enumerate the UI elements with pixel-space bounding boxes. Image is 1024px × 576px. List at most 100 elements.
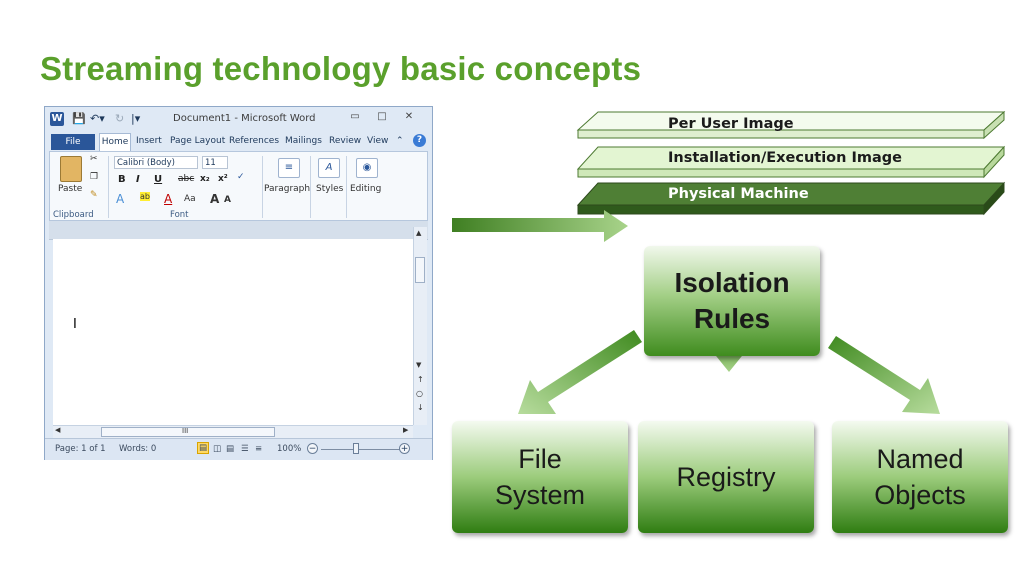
- change-case-button[interactable]: Aa: [184, 194, 196, 204]
- print-layout-icon[interactable]: ▤: [197, 442, 210, 454]
- scroll-up-icon[interactable]: ▲: [416, 229, 422, 237]
- subscript-button[interactable]: x₂: [200, 174, 210, 184]
- clear-formatting-icon[interactable]: ✓: [237, 172, 245, 182]
- bold-button[interactable]: B: [118, 174, 126, 185]
- ribbon-tabs: File Home Insert Page Layout References …: [45, 132, 432, 151]
- vertical-scrollbar[interactable]: ▲ ▼ ↑ ○ ↓: [413, 227, 427, 425]
- right-arrow: [452, 210, 628, 242]
- tab-home[interactable]: Home: [99, 133, 131, 151]
- layer-label-installation-execution-image: Installation/Execution Image: [668, 150, 903, 166]
- registry-label: Registry: [676, 462, 776, 492]
- layer-label-physical-machine: Physical Machine: [668, 186, 809, 202]
- font-color-icon[interactable]: A: [164, 192, 173, 206]
- tab-review[interactable]: Review: [329, 136, 362, 146]
- arrow-to-named-objects: [828, 336, 940, 414]
- save-icon[interactable]: 💾: [72, 112, 86, 125]
- window-title: Document1 - Microsoft Word: [173, 113, 316, 124]
- paste-icon[interactable]: [60, 156, 82, 182]
- tab-insert[interactable]: Insert: [136, 136, 162, 146]
- previous-page-icon[interactable]: ↑: [417, 375, 424, 384]
- minimize-button[interactable]: ▭: [350, 111, 360, 122]
- paste-button-label[interactable]: Paste: [58, 184, 83, 194]
- layer-physical-machine: [576, 181, 1006, 216]
- group-divider: [310, 156, 311, 218]
- slide-title: Streaming technology basic concepts: [40, 50, 642, 87]
- word-title-bar: W 💾 ↶▾ ↻ |▾ Document1 - Microsoft Word ▭…: [45, 107, 432, 131]
- styles-icon[interactable]: A: [318, 158, 340, 178]
- scroll-right-icon[interactable]: ▶: [403, 426, 409, 434]
- scroll-left-icon[interactable]: ◀: [55, 426, 61, 434]
- tab-references[interactable]: References: [229, 136, 280, 146]
- minimize-ribbon-icon[interactable]: ⌃: [396, 136, 404, 146]
- word-window: W 💾 ↶▾ ↻ |▾ Document1 - Microsoft Word ▭…: [44, 106, 433, 460]
- tab-view[interactable]: View: [367, 136, 389, 146]
- italic-button[interactable]: I: [136, 174, 140, 185]
- isolation-rules-label: Isolation Rules: [674, 267, 790, 334]
- named-objects-label: Named Objects: [874, 444, 966, 510]
- format-painter-icon[interactable]: ✎: [90, 190, 98, 200]
- draft-icon[interactable]: ≡: [255, 444, 263, 454]
- font-group-label: Font: [170, 210, 189, 220]
- superscript-button[interactable]: x²: [218, 174, 228, 184]
- copy-icon[interactable]: ❐: [90, 172, 99, 182]
- outline-icon[interactable]: ☰: [241, 444, 249, 454]
- strikethrough-button[interactable]: abc: [178, 174, 195, 184]
- document-page[interactable]: [53, 239, 413, 425]
- font-name-select[interactable]: Calibri (Body): [114, 156, 198, 169]
- word-app-icon[interactable]: W: [50, 112, 64, 126]
- web-layout-icon[interactable]: ▤: [226, 444, 235, 454]
- registry-box: Registry: [638, 421, 814, 533]
- browse-object-icon[interactable]: ○: [416, 389, 423, 398]
- help-icon[interactable]: ?: [413, 134, 426, 147]
- group-divider: [108, 156, 109, 218]
- scroll-down-icon[interactable]: ▼: [416, 361, 422, 369]
- group-divider: [262, 156, 263, 218]
- close-button[interactable]: ✕: [404, 111, 414, 122]
- tab-mailings[interactable]: Mailings: [285, 136, 322, 146]
- arrow-to-file-system: [518, 330, 642, 414]
- shrink-font-button[interactable]: A: [224, 195, 231, 205]
- layer-installation-execution-image: [576, 145, 1006, 179]
- zoom-slider[interactable]: [321, 449, 401, 450]
- highlight-icon[interactable]: ab: [140, 192, 150, 201]
- layer-label-per-user-image: Per User Image: [668, 116, 794, 132]
- find-icon[interactable]: ◉: [356, 158, 378, 178]
- grow-font-button[interactable]: A: [210, 192, 220, 206]
- horizontal-scroll-thumb[interactable]: III: [101, 427, 275, 437]
- font-size-select[interactable]: 11: [202, 156, 228, 169]
- restore-button[interactable]: □: [377, 111, 387, 122]
- next-page-icon[interactable]: ↓: [417, 403, 424, 412]
- zoom-slider-knob[interactable]: [353, 443, 359, 454]
- full-screen-reading-icon[interactable]: ◫: [213, 444, 222, 454]
- isolation-rules-box: Isolation Rules: [644, 246, 820, 356]
- redo-icon[interactable]: ↻: [115, 112, 125, 125]
- scroll-grip: III: [182, 427, 189, 435]
- customize-qat-icon[interactable]: |▾: [131, 112, 141, 125]
- named-objects-box: Named Objects: [832, 421, 1008, 533]
- editing-button-label[interactable]: Editing: [350, 184, 382, 194]
- file-system-label: File System: [494, 444, 586, 510]
- underline-button[interactable]: U: [154, 174, 163, 185]
- tab-file[interactable]: File: [51, 134, 95, 150]
- zoom-in-button[interactable]: +: [399, 443, 410, 454]
- horizontal-scrollbar[interactable]: ◀ III ▶: [53, 425, 413, 439]
- file-system-box: File System: [452, 421, 628, 533]
- paragraph-icon[interactable]: ≡: [278, 158, 300, 178]
- zoom-level[interactable]: 100%: [277, 444, 302, 454]
- scroll-thumb[interactable]: [415, 257, 425, 283]
- cut-icon[interactable]: ✂: [90, 154, 98, 164]
- styles-button-label[interactable]: Styles: [316, 184, 344, 194]
- undo-icon[interactable]: ↶▾: [90, 112, 105, 125]
- ribbon-home: Paste ✂ ❐ ✎ Clipboard Calibri (Body) 11 …: [49, 151, 428, 221]
- status-words[interactable]: Words: 0: [119, 444, 157, 454]
- layer-per-user-image: [576, 110, 1006, 140]
- paragraph-button-label[interactable]: Paragraph: [264, 184, 311, 194]
- text-effects-icon[interactable]: A: [116, 192, 125, 206]
- status-bar: Page: 1 of 1 Words: 0 ▤ ◫ ▤ ☰ ≡ 100% − +: [45, 438, 432, 460]
- status-page[interactable]: Page: 1 of 1: [55, 444, 106, 454]
- group-divider: [346, 156, 347, 218]
- text-cursor: I: [73, 317, 77, 332]
- tab-page-layout[interactable]: Page Layout: [170, 136, 226, 146]
- zoom-out-button[interactable]: −: [307, 443, 318, 454]
